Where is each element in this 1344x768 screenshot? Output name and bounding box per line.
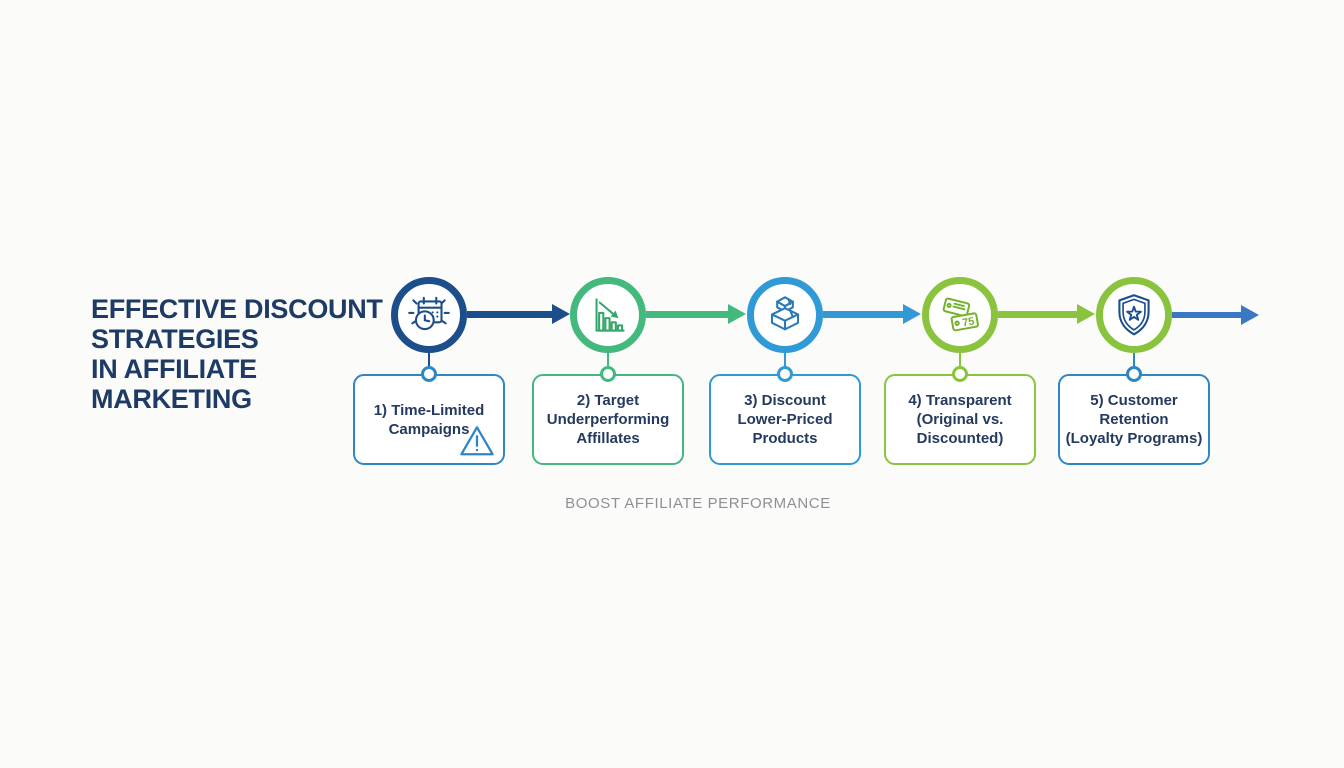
step-2-box: 2) Target Underperforming Affillates	[532, 374, 684, 465]
step-2-circle	[570, 277, 646, 353]
step-5-circle	[1096, 277, 1172, 353]
step-4-box: 4) Transparent (Original vs. Discounted)	[884, 374, 1036, 465]
connector-node	[600, 366, 616, 382]
step-5-box: 5) Customer Retention (Loyalty Programs)	[1058, 374, 1210, 465]
connector-node	[1126, 366, 1142, 382]
step-3-label: 3) Discount Lower-Priced Products	[737, 392, 833, 447]
arrow-head-icon	[728, 304, 746, 324]
step-1-label: 1) Time-Limited Campaigns	[373, 401, 485, 438]
arrow-head-icon	[1077, 304, 1095, 324]
step-1-circle	[391, 277, 467, 353]
connector-node	[777, 366, 793, 382]
arrow-shaft	[467, 311, 553, 318]
connector-line	[1133, 353, 1135, 367]
flow-arrow	[998, 304, 1095, 324]
stacked-boxes-icon	[770, 296, 800, 331]
connector-line	[959, 353, 961, 367]
tag-value-label: 75	[961, 315, 975, 329]
step-2: 2) Target Underperforming Affillates	[532, 277, 684, 467]
connector-node	[421, 366, 437, 382]
step-4-label: 4) Transparent (Original vs. Discounted)	[908, 392, 1012, 447]
arrow-head-icon	[903, 304, 921, 324]
page-title: EFFECTIVE DISCOUNT STRATEGIES IN AFFILIA…	[91, 294, 383, 414]
declining-bar-chart-icon	[595, 298, 625, 332]
step-1-box: 1) Time-Limited Campaigns	[353, 374, 505, 465]
step-3-circle	[747, 277, 823, 353]
flow-arrow	[1172, 305, 1259, 325]
flow-arrow	[646, 304, 746, 324]
step-5-label: 5) Customer Retention (Loyalty Programs)	[1065, 392, 1203, 447]
caption: BOOST AFFILIATE PERFORMANCE	[565, 495, 831, 512]
arrow-head-icon	[1241, 305, 1259, 325]
flow-arrow	[467, 304, 570, 324]
step-1: 1) Time-Limited Campaigns	[353, 277, 505, 467]
shield-star-icon	[1118, 294, 1150, 336]
connector-line	[607, 353, 609, 367]
flow-arrow	[823, 304, 921, 324]
connector-node	[952, 366, 968, 382]
step-4: 75 4) Transparent (Original vs. Discount…	[884, 277, 1036, 467]
step-3: 3) Discount Lower-Priced Products	[709, 277, 861, 467]
step-4-circle: 75	[922, 277, 998, 353]
warning-triangle-icon	[460, 426, 494, 456]
arrow-shaft	[1172, 312, 1242, 318]
step-2-label: 2) Target Underperforming Affillates	[546, 392, 670, 447]
arrow-shaft	[646, 311, 729, 318]
step-3-box: 3) Discount Lower-Priced Products	[709, 374, 861, 465]
calendar-clock-icon	[408, 296, 450, 331]
connector-line	[428, 353, 430, 367]
step-5: 5) Customer Retention (Loyalty Programs)	[1058, 277, 1210, 467]
arrow-head-icon	[552, 304, 570, 324]
arrow-shaft	[998, 311, 1078, 318]
arrow-shaft	[823, 311, 904, 318]
price-tags-icon: 75	[942, 297, 979, 332]
connector-line	[784, 353, 786, 367]
